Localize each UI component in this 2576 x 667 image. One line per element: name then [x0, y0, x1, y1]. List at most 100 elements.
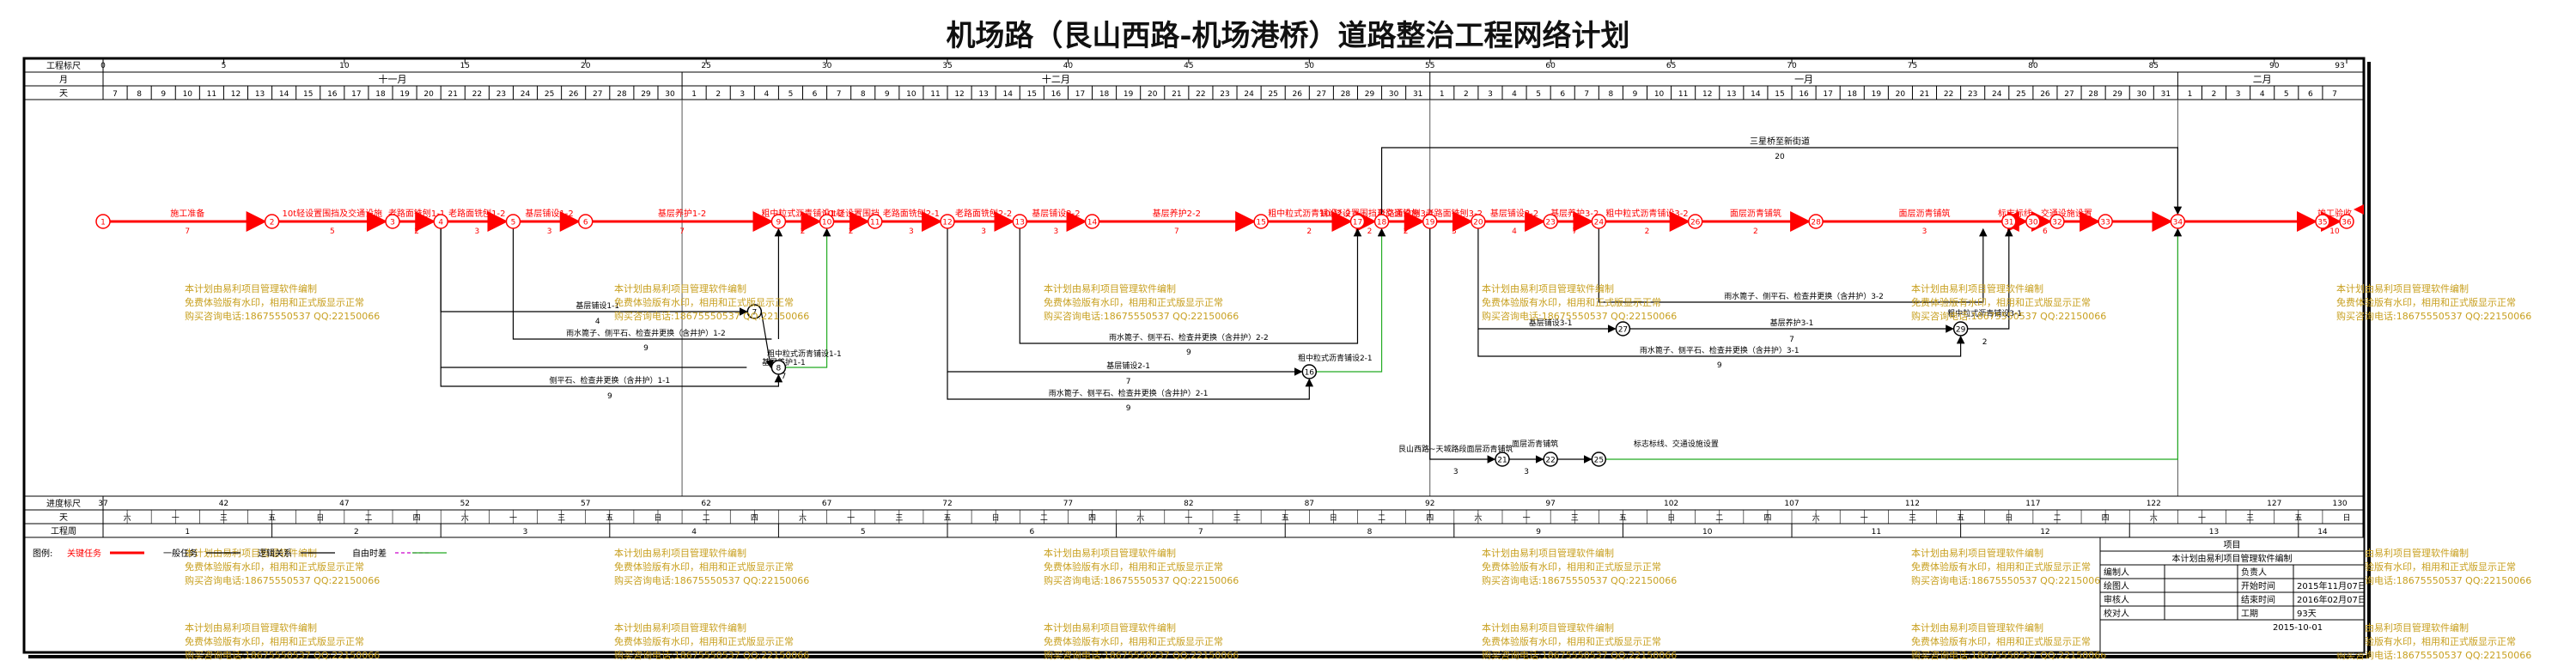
node-circle: [1615, 321, 1631, 337]
watermark-line: 免费体验版有水印，相用和正式版显示正常: [614, 635, 794, 647]
branch-bottom: [1429, 228, 1496, 464]
day-label: 15: [1775, 90, 1784, 99]
info-cell: 校对人: [2104, 608, 2129, 619]
day-label: 27: [593, 90, 602, 99]
day-label: 18: [1848, 90, 1858, 99]
watermark-line: 免费体验版有水印，相用和正式版显示正常: [185, 296, 364, 308]
day-label: 21: [1172, 90, 1181, 99]
day-label: 15: [1027, 90, 1037, 99]
scale-tick-label: 30: [822, 62, 832, 70]
node-number: 32: [2052, 219, 2061, 227]
day-label: 5: [1536, 90, 1541, 99]
branch-base-1-1: [440, 228, 748, 316]
watermark-line: 免费体验版有水印，相用和正式版显示正常: [2336, 635, 2516, 647]
node-circle: [1012, 214, 1028, 229]
day-label: 24: [1992, 90, 2002, 99]
day-label: 14: [279, 90, 289, 99]
legend-item: 一般任务: [163, 548, 198, 559]
critical-task-name: 粗中粒式沥青铺设2-2: [1268, 208, 1350, 219]
progress-tick-label: 47: [339, 500, 349, 508]
progress-tick-label: 130: [2332, 500, 2347, 508]
watermark-line: 本计划由易利项目管理软件编制: [1482, 547, 1614, 559]
day-label: 18: [1099, 90, 1110, 99]
day-label: 15: [303, 90, 313, 99]
critical-task-name: 施工准备: [170, 208, 204, 219]
watermark-line: 本计划由易利项目管理软件编制: [2336, 547, 2469, 559]
watermark-line: 购买咨询电话:18675550537 QQ:22150066: [1482, 649, 1677, 661]
node-circle: [1591, 214, 1607, 229]
scale-tick-label: 15: [460, 62, 470, 70]
task-name: 雨水篦子、侧平石、检查井更换（含井护）2-1: [1049, 388, 1209, 398]
critical-task-duration: 7: [185, 227, 190, 236]
node-number: 6: [583, 219, 588, 227]
progress-tick-label: 127: [2267, 500, 2281, 508]
info-cell: 开始时间: [2241, 580, 2275, 591]
free-float-1-1: [785, 227, 831, 368]
header-row-label: 天: [59, 89, 68, 99]
scale-tick-label: 85: [2149, 62, 2159, 70]
node-circle: [1349, 214, 1366, 229]
critical-task-name: 基层养护2-2: [1153, 208, 1201, 219]
task-duration: 3: [1524, 468, 1529, 476]
watermark-line: 本计划由易利项目管理软件编制: [2336, 622, 2469, 634]
day-label: 4: [1512, 90, 1517, 99]
day-label: 14: [1002, 90, 1013, 99]
day-label: 1: [2188, 90, 2193, 99]
watermark-line: 免费体验版有水印，相用和正式版显示正常: [2336, 561, 2516, 573]
week-label: 8: [1367, 528, 1373, 537]
day-label: 2: [2212, 90, 2217, 99]
scale-tick-label: 25: [701, 62, 710, 70]
header-row-label: 工程标尺: [46, 61, 81, 71]
day-label: 7: [1584, 90, 1589, 99]
critical-task-duration: 3: [1054, 227, 1059, 236]
legend-item: 逻辑关系: [258, 548, 292, 559]
watermark-line: 购买咨询电话:18675550537 QQ:22150066: [614, 649, 809, 661]
node-number: 28: [1811, 219, 1821, 227]
progress-tick-label: 107: [1784, 500, 1799, 508]
critical-task-name: 粗中粒式沥青铺设3-2: [1605, 208, 1688, 219]
day-label: 3: [2236, 90, 2241, 99]
month-label: 十二月: [1042, 73, 1070, 85]
watermark-line: 购买咨询电话:18675550537 QQ:22150066: [1044, 649, 1239, 661]
scale-tick-label: 80: [2028, 62, 2038, 70]
branch-3-1-up: [1967, 227, 2013, 330]
day-label: 7: [113, 90, 118, 99]
watermark-line: 免费体验版有水印，相用和正式版显示正常: [1911, 561, 2091, 573]
watermark-line: 购买咨询电话:18675550537 QQ:22150066: [185, 574, 380, 586]
critical-task-duration: 5: [330, 227, 335, 236]
node-circle: [264, 214, 280, 229]
watermark-line: 本计划由易利项目管理软件编制: [185, 622, 317, 634]
scale-tick-label: 75: [1908, 62, 1917, 70]
node-circle: [819, 214, 835, 229]
node-number: 25: [1594, 457, 1604, 465]
node-number: 24: [1594, 219, 1605, 227]
day-label: 30: [2137, 90, 2147, 99]
node-circle: [2001, 214, 2017, 229]
day-label: 21: [1920, 90, 1929, 99]
node-number: 34: [2173, 219, 2183, 227]
node-circle: [2049, 214, 2065, 229]
task-name: 基层铺设2-1: [1106, 361, 1150, 371]
day-label: 9: [885, 90, 890, 99]
node-number: 8: [776, 365, 782, 373]
node-circle: [2025, 214, 2041, 229]
day-label: 4: [764, 90, 769, 99]
scale-tick-label: 55: [1425, 62, 1434, 70]
node-number: 16: [1305, 369, 1315, 378]
watermark-line: 购买咨询电话:18675550537 QQ:22150066: [185, 310, 380, 322]
critical-task-duration: 7: [1572, 227, 1577, 236]
footer-row-label: 工程周: [51, 526, 76, 537]
node-number: 26: [1690, 219, 1701, 227]
day-label: 27: [1317, 90, 1326, 99]
critical-task-duration: 6: [2043, 227, 2048, 236]
day-label: 1: [1440, 90, 1445, 99]
watermark-line: 购买咨询电话:18675550537 QQ:22150066: [185, 649, 380, 661]
month-label: 一月: [1794, 74, 1813, 85]
info-cell: 工期: [2241, 609, 2258, 619]
node-number: 11: [870, 219, 880, 227]
watermark-line: 本计划由易利项目管理软件编制: [1911, 622, 2043, 634]
week-label: 12: [2040, 528, 2049, 537]
critical-task-duration: 3: [1452, 227, 1457, 236]
node-number: 23: [1545, 219, 1555, 227]
